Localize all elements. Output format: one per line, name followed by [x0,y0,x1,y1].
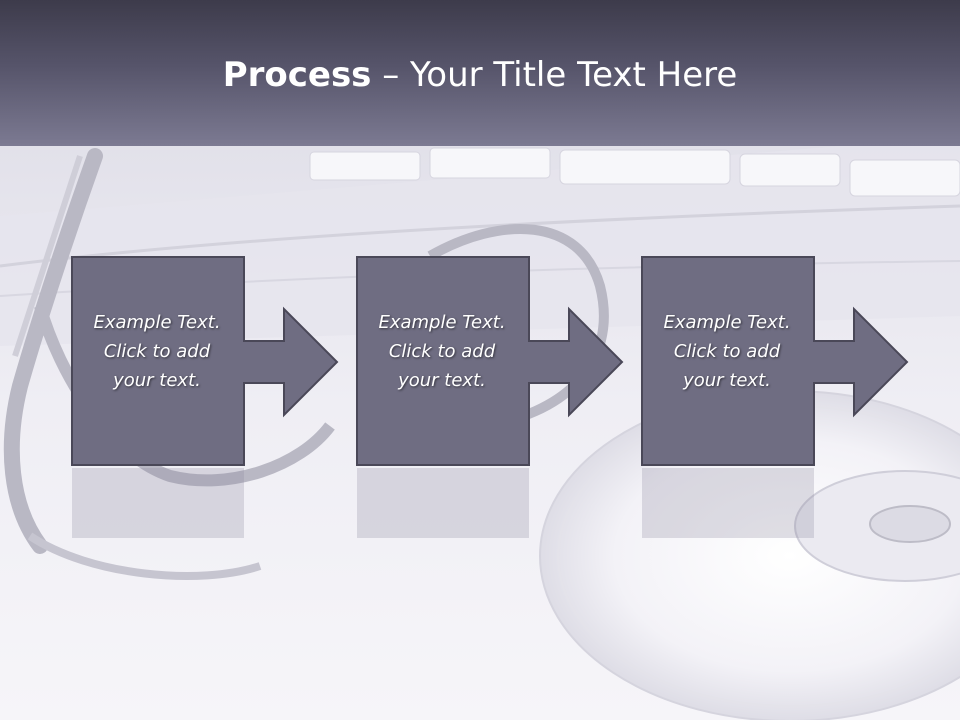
step-text: Example Text. Click to add your text. [356,308,528,395]
slide-title[interactable]: Process – Your Title Text Here [0,52,960,98]
arrow-shape [71,256,339,466]
step-text-line: your text. [113,370,201,391]
arrow-shape [641,256,909,466]
step-text-line: Click to add [673,341,781,362]
glasses-graphic [3,148,609,580]
process-step-2[interactable]: Example Text. Click to add your text. [356,256,626,538]
step-text-line: Example Text. [378,312,506,333]
slide-header: Process – Your Title Text Here [0,0,960,146]
arrow-shape [356,256,624,466]
step-text-line: your text. [683,370,771,391]
step-text: Example Text. Click to add your text. [641,308,813,395]
title-regular-part: – Your Title Text Here [371,55,738,95]
step-text-line: Click to add [388,341,496,362]
title-bold-part: Process [222,55,372,95]
process-step-3[interactable]: Example Text. Click to add your text. [641,256,911,538]
process-step-1[interactable]: Example Text. Click to add your text. [71,256,341,538]
step-text-line: Click to add [103,341,211,362]
step-text-line: your text. [398,370,486,391]
step-text-line: Example Text. [93,312,221,333]
step-text: Example Text. Click to add your text. [71,308,243,395]
shape-reflections [72,468,814,538]
cd-graphic [539,390,960,720]
step-text-line: Example Text. [663,312,791,333]
